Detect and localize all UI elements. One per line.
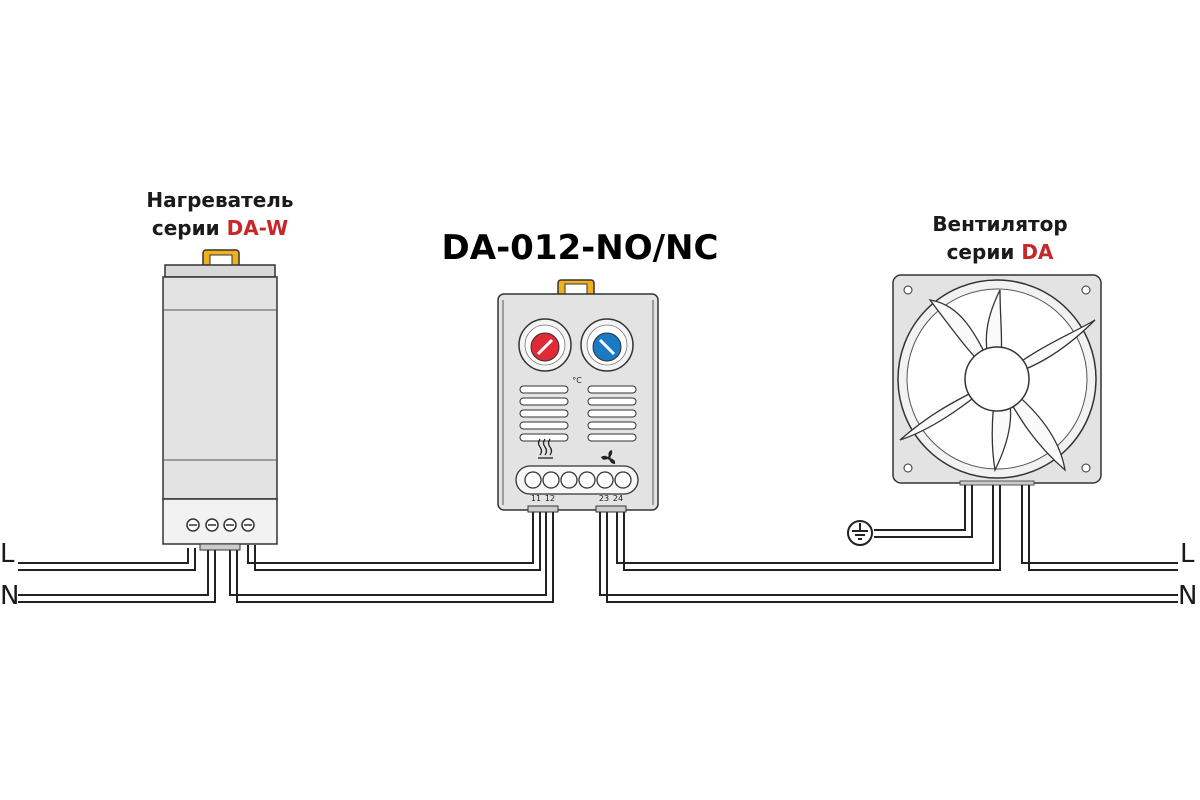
fan-hub <box>964 346 1030 412</box>
wire-left-N <box>18 550 216 603</box>
fan-caption-prefix: серии <box>946 240 1022 264</box>
fan-device <box>892 274 1102 486</box>
thermostat-title: DA-012-NO/NC <box>441 228 719 268</box>
wire-thermostat-N <box>599 510 1178 603</box>
temperature-unit: °C <box>572 376 582 385</box>
heater-device <box>162 249 278 551</box>
heater-series: DA-W <box>226 216 289 240</box>
fan-caption-line1: Вентилятор <box>932 212 1068 236</box>
terminal-label-11: 11 <box>531 494 541 503</box>
fan-caption: Вентилятор серии DA <box>880 210 1120 266</box>
wire-heater-N <box>229 510 554 603</box>
wire-thermostat-to-fan-L <box>616 483 1001 571</box>
heat-icon <box>537 438 553 459</box>
right-line-N-label: N <box>1178 581 1198 611</box>
heater-terminals <box>186 518 255 532</box>
right-line-L-label: L <box>1180 539 1195 569</box>
terminal-label-24: 24 <box>613 494 623 503</box>
thermostat-terminals <box>524 471 632 489</box>
thermostat-device: 11 12 23 24 °C <box>497 279 659 513</box>
terminal-label-12: 12 <box>545 494 555 503</box>
thermostat-vents <box>519 385 637 442</box>
wire-fan-ground <box>874 483 973 538</box>
left-line-L-label: L <box>0 539 15 569</box>
heating-dial[interactable] <box>518 318 572 372</box>
fan-icon <box>601 450 616 464</box>
fan-caption-line2: серии DA <box>880 238 1120 266</box>
wire-fan-L <box>1021 483 1178 571</box>
wiring <box>18 483 1178 603</box>
heater-caption-line1: Нагреватель <box>146 188 294 212</box>
wire-heater-to-thermostat <box>247 508 541 571</box>
ground-icon <box>847 520 873 546</box>
fan-series: DA <box>1021 240 1054 264</box>
heater-caption-prefix: серии <box>151 216 227 240</box>
terminal-label-23: 23 <box>599 494 609 503</box>
left-line-N-label: N <box>0 581 20 611</box>
heater-caption-line2: серии DA-W <box>110 214 330 242</box>
wire-left-L <box>18 548 196 571</box>
cooling-dial[interactable] <box>580 318 634 372</box>
heater-caption: Нагреватель серии DA-W <box>110 186 330 242</box>
